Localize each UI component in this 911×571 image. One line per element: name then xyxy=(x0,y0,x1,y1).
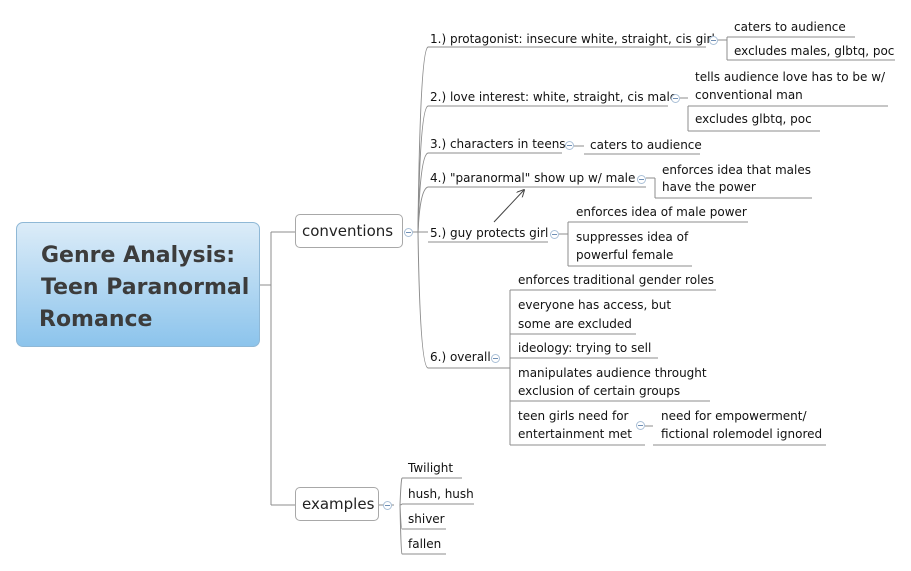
convention-item-3[interactable]: 3.) characters in teens xyxy=(430,137,566,151)
item-2-child-1-line-1[interactable]: tells audience love has to be w/ xyxy=(695,70,886,84)
item-6-child-5-line-2[interactable]: entertainment met xyxy=(518,427,632,441)
item-5-child-1[interactable]: enforces idea of male power xyxy=(576,205,747,219)
collapse-examples-icon[interactable] xyxy=(383,501,392,510)
central-title-line-1: Genre Analysis: xyxy=(41,243,236,268)
example-item-3[interactable]: shiver xyxy=(408,512,445,526)
convention-item-6[interactable]: 6.) overall xyxy=(430,350,491,364)
example-item-4[interactable]: fallen xyxy=(408,537,442,551)
collapse-item-4-icon[interactable] xyxy=(637,175,646,184)
convention-item-2[interactable]: 2.) love interest: white, straight, cis … xyxy=(430,90,678,104)
central-title-line-2: Teen Paranormal xyxy=(41,275,250,300)
item-2-child-1-line-2[interactable]: conventional man xyxy=(695,88,803,102)
item-6-child-2-line-1[interactable]: everyone has access, but xyxy=(518,298,672,312)
examples-topic[interactable]: examples xyxy=(295,487,379,521)
central-topic[interactable]: Genre Analysis: Teen Paranormal Romance xyxy=(16,222,260,347)
item-5-child-2-line-1[interactable]: suppresses idea of xyxy=(576,230,689,244)
example-item-1[interactable]: Twilight xyxy=(408,461,454,475)
item-6-child-1[interactable]: enforces traditional gender roles xyxy=(518,273,715,287)
collapse-item-5-icon[interactable] xyxy=(550,230,559,239)
collapse-item-6-icon[interactable] xyxy=(491,354,500,363)
item-6-child-3[interactable]: ideology: trying to sell xyxy=(518,341,652,355)
collapse-item-1-icon[interactable] xyxy=(709,36,718,45)
item-4-child-1-line-2[interactable]: have the power xyxy=(662,180,756,194)
item-6-sub-line-1[interactable]: need for empowerment/ xyxy=(661,409,807,423)
collapse-item-3-icon[interactable] xyxy=(565,141,574,150)
collapse-item-2-icon[interactable] xyxy=(671,94,680,103)
item-1-child-1[interactable]: caters to audience xyxy=(734,20,846,34)
item-2-child-2[interactable]: excludes glbtq, poc xyxy=(695,112,812,126)
convention-item-5[interactable]: 5.) guy protects girl xyxy=(430,226,549,240)
item-6-sub-line-2[interactable]: fictional rolemodel ignored xyxy=(661,427,823,441)
item-5-child-2-line-2[interactable]: powerful female xyxy=(576,248,674,262)
item-6-child-2-line-2[interactable]: some are excluded xyxy=(518,317,632,331)
item-3-child-1[interactable]: caters to audience xyxy=(590,138,702,152)
item-6-child-4-line-2[interactable]: exclusion of certain groups xyxy=(518,384,681,398)
convention-item-4[interactable]: 4.) "paranormal" show up w/ male xyxy=(430,171,636,185)
item-1-child-2[interactable]: excludes males, glbtq, poc xyxy=(734,44,895,58)
collapse-conventions-icon[interactable] xyxy=(404,228,413,237)
central-title-line-3: Romance xyxy=(39,307,153,332)
collapse-item-6-child-5-icon[interactable] xyxy=(636,421,645,430)
item-4-child-1-line-1[interactable]: enforces idea that males xyxy=(662,163,811,177)
item-6-child-4-line-1[interactable]: manipulates audience throught xyxy=(518,366,707,380)
convention-item-1[interactable]: 1.) protagonist: insecure white, straigh… xyxy=(430,32,715,46)
item-6-child-5-line-1[interactable]: teen girls need for xyxy=(518,409,629,423)
example-item-2[interactable]: hush, hush xyxy=(408,487,474,501)
conventions-topic[interactable]: conventions xyxy=(295,214,403,248)
